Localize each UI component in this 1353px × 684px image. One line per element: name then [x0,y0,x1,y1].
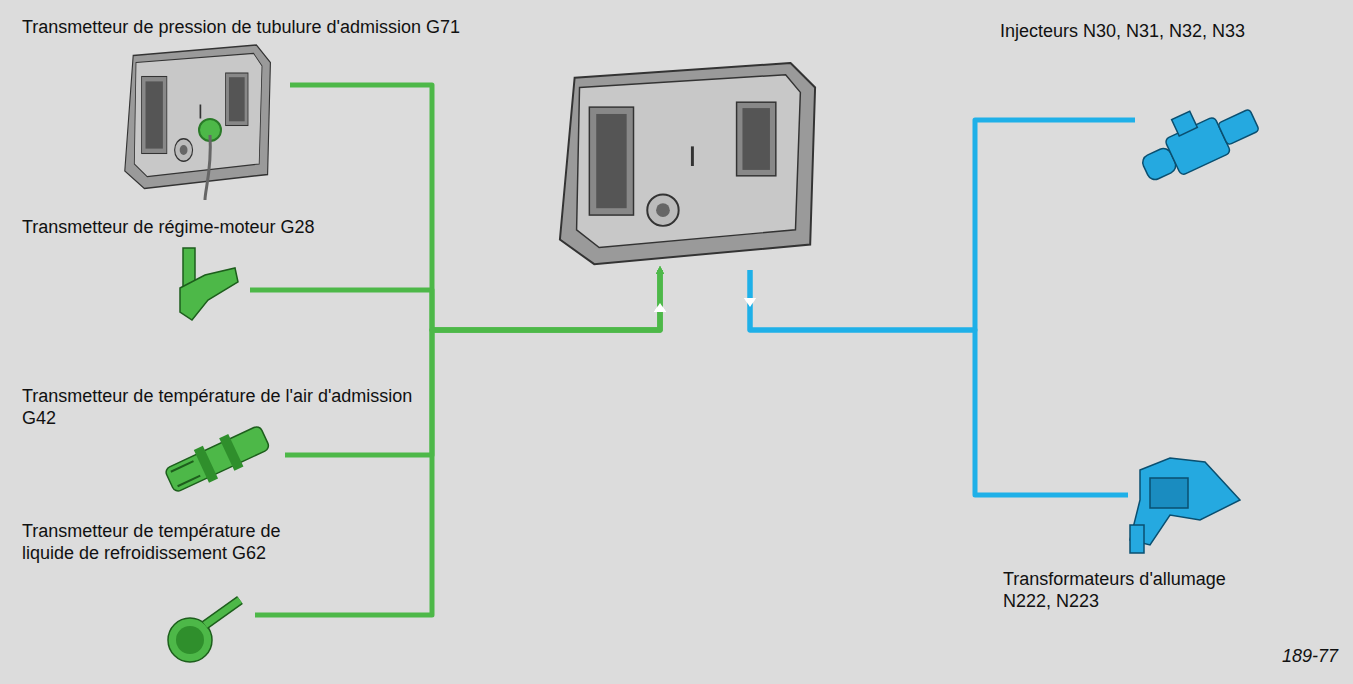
signal-connector [255,270,666,615]
injector [1131,88,1263,189]
node-text: Transmetteur de température de l'air d'a… [22,385,422,429]
ecu-small-illustration [125,45,271,189]
sensor-label: Transmetteur de régime-moteur G28 [22,216,322,238]
arrow-head [654,303,666,312]
node-text: Transformateurs d'allumage N222, N223 [1003,568,1263,612]
node-text: Transmetteur de pression de tubulure d'a… [22,16,582,38]
connector-line [250,270,660,330]
arrow-head [744,298,756,307]
actuator-label: Transformateurs d'allumage N222, N223 [1003,568,1263,612]
ecu-box [555,62,820,270]
connector-line [255,270,660,615]
signal-connector [250,270,666,330]
air-temp-sensor [162,420,272,497]
node-text: Transmetteur de régime-moteur G28 [22,216,322,238]
ignition-coil [1130,458,1240,553]
signal-connector [744,270,1128,495]
sensor-label: Transmetteur de pression de tubulure d'a… [22,16,582,38]
node-text: Transmetteur de température de liquide d… [22,520,337,564]
arrow-head [654,303,666,312]
coolant-temp-sensor [168,600,240,662]
figure-number: 189-77 [1282,646,1338,667]
signal-connector [285,270,666,455]
arrow-head [654,303,666,312]
sensor-label: Transmetteur de température de l'air d'a… [22,385,422,429]
ecu-illustration [555,62,820,270]
actuator-label: Injecteurs N30, N31, N32, N33 [1000,20,1340,42]
node-text: Injecteurs N30, N31, N32, N33 [1000,20,1340,42]
connector-line [750,270,1128,495]
arrow-head [654,303,666,312]
connector-line [285,270,660,455]
sensor-label: Transmetteur de température de liquide d… [22,520,337,564]
speed-sensor [180,248,238,320]
arrow-head [744,298,756,307]
